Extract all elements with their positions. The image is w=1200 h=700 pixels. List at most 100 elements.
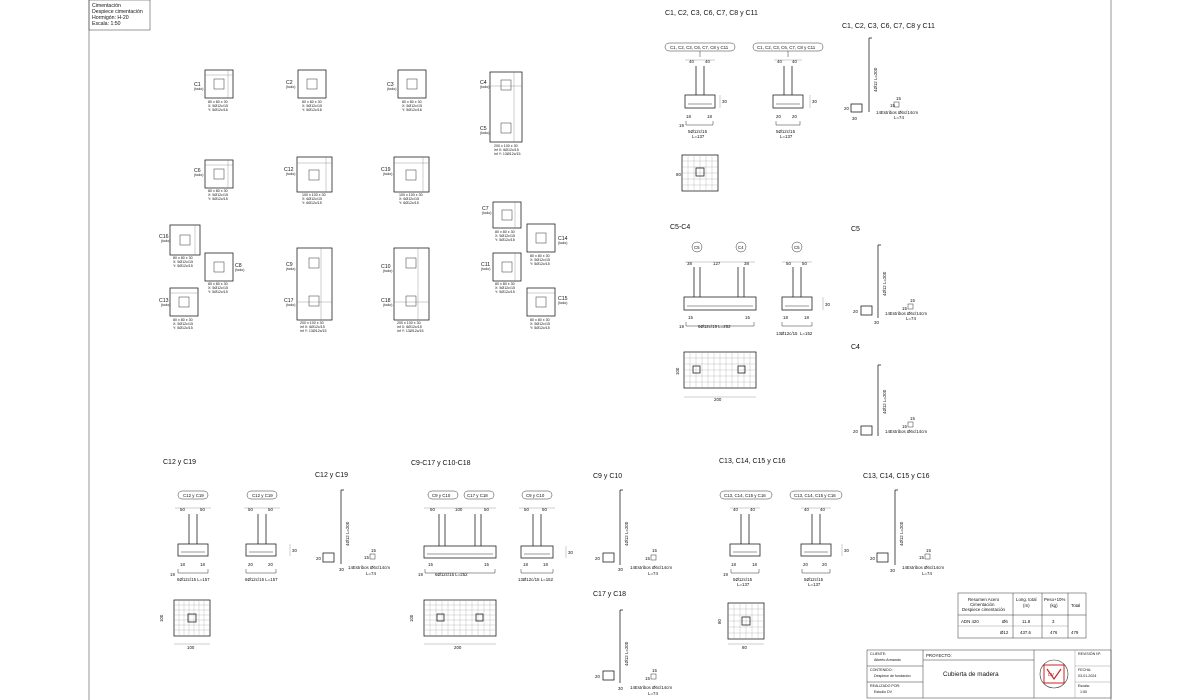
summary-header: Long. total xyxy=(1016,597,1037,602)
reinforcement-plan-c9-c17: 100 200 xyxy=(409,599,497,650)
dim: 40 xyxy=(804,507,809,512)
footing-spec: X: 5Ø12c/15 xyxy=(495,286,515,290)
detail-title: C13, C14, C15 y C16 xyxy=(719,458,786,465)
stirrup-count: 14Estribos Ø6c/14cm xyxy=(902,565,944,570)
steel-summary-table: Resumen Acero Cimentación Despiece cimen… xyxy=(957,592,1087,639)
summary-header: (m) xyxy=(1023,603,1030,608)
dim: 30 xyxy=(890,568,895,573)
dim: 30 xyxy=(618,686,623,691)
footing-spec: 80 x 80 x 30 xyxy=(495,282,515,286)
content-value: Despiece de fundación xyxy=(874,674,911,678)
footing-spec: Y: 6Ø12c/15 xyxy=(302,201,322,205)
footing-spec: X: 5Ø12c/15 xyxy=(173,322,193,326)
stirrup-detail-c9: C9 y C10 4Ø12 L=200 20 30 15 15 14Estrib… xyxy=(593,473,672,576)
dim: 50 xyxy=(802,261,807,266)
stirrup-bar: 4Ø12 L=200 xyxy=(882,271,887,296)
footing-sub: (todo) xyxy=(286,303,295,307)
footing-label: C14 xyxy=(558,236,568,242)
footing-label: C15 xyxy=(558,296,568,302)
made-by-value: Estudio DV xyxy=(874,690,893,694)
footing-spec: inf Y: 13Ø12c/15 xyxy=(494,152,521,156)
dim: 15 xyxy=(371,548,376,553)
bar-length: L=137 xyxy=(737,582,750,587)
dim: 20 xyxy=(870,556,875,561)
footing-sub: (todo) xyxy=(480,131,489,135)
footing-c8: C8 (todo) 80 x 80 x 30 X: 5Ø12c/15 Y: 5Ø… xyxy=(204,252,244,294)
reinforcement-plan-c5-c4: 100 200 xyxy=(675,351,757,402)
stirrup-length: L=74 xyxy=(922,571,932,576)
footing-sub: (todo) xyxy=(383,269,392,273)
footing-spec: 100 x 100 x 30 xyxy=(302,193,326,197)
footing-c14: C14 (todo) 80 x 80 x 30 X: 5Ø12c/15 Y: 5… xyxy=(526,223,568,266)
summary-dia: Ø6 xyxy=(1002,619,1008,624)
footing-label: C6 xyxy=(194,168,201,174)
footing-c12: C12 (todo) 100 x 100 x 30 X: 6Ø12c/15 Y:… xyxy=(284,156,333,205)
summary-weight: 3 xyxy=(1052,619,1055,624)
dim: 19 xyxy=(723,572,728,577)
footing-spec: 80 x 80 x 30 xyxy=(208,100,228,104)
dim: 200 xyxy=(454,645,462,650)
dim: 18 xyxy=(731,562,736,567)
footing-spec: 80 x 80 x 30 xyxy=(402,100,422,104)
dim: 18 xyxy=(804,315,809,320)
stirrup-length: L=74 xyxy=(906,316,916,321)
stirrup-detail-c12: C12 y C19 4Ø12 L=200 20 30 15 15 14Estri… xyxy=(315,472,390,576)
stirrup-title: C1, C2, C3, C6, C7, C8 y C11 xyxy=(842,23,935,30)
footing-c1: C1 (todo) 80 x 80 x 30 X: 5Ø12c/15 Y: 5Ø… xyxy=(194,69,234,112)
footing-sub: (todo) xyxy=(286,85,295,89)
dim: 15 xyxy=(902,306,907,311)
footing-sub: (todo) xyxy=(383,303,392,307)
dim: 15 xyxy=(688,315,693,320)
footing-sub: (todo) xyxy=(286,267,295,271)
detail-title: C1, C2, C3, C6, C7, C8 y C11 xyxy=(665,10,758,17)
detail-tag: C1, C2, C3, C6, C7, C8 y C11 xyxy=(670,45,729,50)
client-label: CLIENTE: xyxy=(870,652,886,656)
footing-spec: 80 x 80 x 30 xyxy=(530,254,550,258)
footing-spec: X: 5Ø12c/15 xyxy=(208,104,228,108)
bar-length: L=137 xyxy=(808,582,821,587)
footing-spec: 200 x 100 x 30 xyxy=(494,144,518,148)
dim: 30 xyxy=(292,548,297,553)
scale-label: Escala: xyxy=(1078,684,1090,688)
footing-spec: Y: 5Ø12c/15 xyxy=(173,264,193,268)
stirrup-title: C12 y C19 xyxy=(315,472,348,479)
footing-spec: 200 x 100 x 30 xyxy=(300,321,324,325)
footing-spec: Y: 5Ø12c/15 xyxy=(530,262,550,266)
header-line: Despiece cimentación xyxy=(92,9,143,15)
footing-spec: inf Y: 13Ø12c/15 xyxy=(397,329,424,333)
footing-c16: C16 (todo) 80 x 80 x 30 X: 5Ø12c/15 Y: 5… xyxy=(159,224,201,268)
dim: 30 xyxy=(568,550,573,555)
content-label: CONTENIDO: xyxy=(870,668,893,672)
scale-value: 1:50 xyxy=(1080,690,1087,694)
dim: 30 xyxy=(722,99,727,104)
detail-tag: C5 xyxy=(694,245,700,250)
summary-total: 479 xyxy=(1071,630,1079,635)
bar-spec: 5Ø12c/15 xyxy=(804,577,824,582)
dim: 19 xyxy=(679,123,684,128)
stirrup-detail-c5: C5 4Ø12 L=200 20 30 15 15 14Estribos Ø6c… xyxy=(851,226,927,325)
dim: 15 xyxy=(910,298,915,303)
dim: 80 xyxy=(742,645,747,650)
footing-label: C2 xyxy=(286,80,293,86)
reinforcement-plan-c13: 80 80 xyxy=(717,602,765,650)
footing-spec: X: 5Ø12c/15 xyxy=(530,258,550,262)
made-by-label: REALIZADO POR: xyxy=(870,684,900,688)
footing-label: C3 xyxy=(387,82,394,88)
header-line: Escala: 1:50 xyxy=(92,21,121,27)
footing-sub: (todo) xyxy=(480,85,489,89)
footing-c6: C6 (todo) 80 x 80 x 30 X: 5Ø12c/15 Y: 5Ø… xyxy=(194,159,234,201)
footing-spec: Y: 5Ø12c/15 xyxy=(495,238,515,242)
footing-spec: inf X: 6Ø12c/15 xyxy=(397,325,422,329)
dim: 18 xyxy=(783,315,788,320)
footing-spec: Y: 6Ø12c/15 xyxy=(399,201,419,205)
footing-spec: 80 x 80 x 30 xyxy=(530,318,550,322)
footing-sub: (todo) xyxy=(558,301,567,305)
dim: 20 xyxy=(853,429,858,434)
bar-spec: 13Ø12c/15 xyxy=(776,331,798,336)
dim: 20 xyxy=(268,562,273,567)
stirrup-bar: 4Ø12 L=200 xyxy=(624,641,629,666)
dim: 100 xyxy=(159,614,164,622)
footing-spec: inf X: 6Ø12c/15 xyxy=(494,148,519,152)
header-line: Cimentación xyxy=(92,3,121,9)
footing-label: C18 xyxy=(381,298,391,304)
